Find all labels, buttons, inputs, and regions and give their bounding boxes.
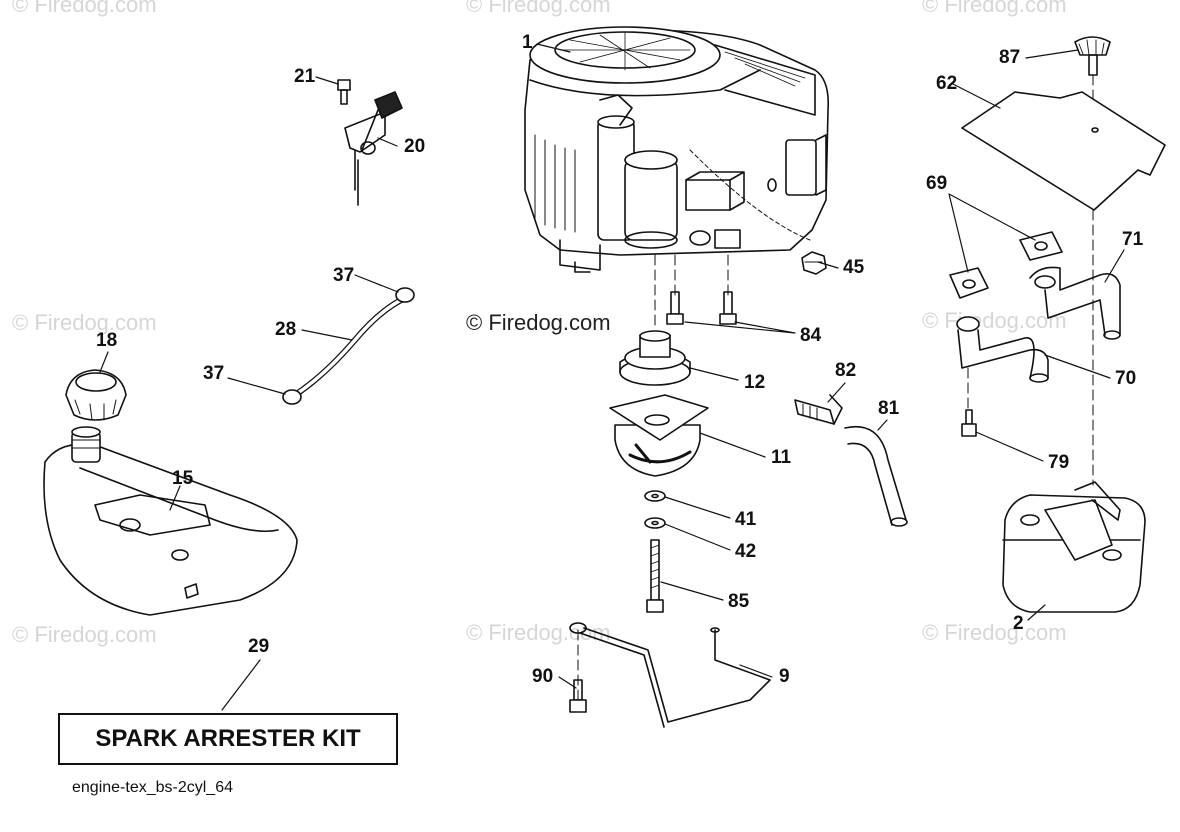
callout-15: 15 [172, 468, 194, 489]
pipe-part-71 [1029, 266, 1121, 340]
washer-part-42 [644, 517, 666, 529]
gasket-part-69 [949, 231, 1063, 299]
callout-2: 2 [1013, 613, 1024, 634]
bolt-part-21 [337, 79, 351, 105]
knob-part-87 [1074, 36, 1111, 76]
throttle-part-20 [344, 91, 403, 206]
spark-arrester-kit-box: SPARK ARRESTER KIT [58, 713, 398, 765]
callout-21: 21 [294, 66, 316, 87]
callout-18: 18 [96, 330, 118, 351]
bolt-part-79 [961, 409, 977, 437]
callout-70: 70 [1115, 368, 1137, 389]
bolt-part-90 [569, 679, 587, 713]
washer-part-41 [644, 490, 666, 502]
callout-45: 45 [843, 257, 865, 278]
callout-85: 85 [728, 591, 750, 612]
fuel-tank-part-15 [43, 426, 298, 616]
clamp-part-37 [395, 287, 415, 303]
hose-part-81 [844, 426, 907, 521]
engine-part-1 [524, 26, 830, 273]
callout-37: 37 [333, 265, 355, 286]
callout-79: 79 [1048, 452, 1070, 473]
callout-90: 90 [532, 666, 554, 687]
watermark: © Firedog.com [12, 310, 157, 335]
heat-shield-part-62 [961, 91, 1166, 211]
callout-62: 62 [936, 73, 958, 94]
callout-28: 28 [275, 319, 297, 340]
center-watermark: © Firedog.com [466, 310, 611, 335]
clutch-part-11 [609, 394, 709, 477]
callout-82: 82 [835, 360, 857, 381]
watermark: © Firedog.com [922, 0, 1067, 17]
callout-11: 11 [771, 447, 792, 468]
callout-9: 9 [779, 666, 790, 687]
watermark: © Firedog.com [12, 0, 157, 17]
callout-1: 1 [522, 32, 533, 53]
watermark: © Firedog.com [466, 0, 611, 17]
pipe-part-70 [956, 316, 1049, 383]
watermark: © Firedog.com [12, 622, 157, 647]
watermark: © Firedog.com [922, 620, 1067, 645]
callout-69: 69 [926, 173, 948, 194]
callout-12: 12 [744, 372, 766, 393]
callout-84: 84 [800, 325, 822, 346]
fitting-part-82 [794, 394, 843, 425]
callout-20: 20 [404, 136, 426, 157]
callout-37: 37 [203, 363, 225, 384]
leader-lines [99, 43, 1125, 711]
muffler-part-2 [1002, 481, 1146, 613]
callout-29: 29 [248, 636, 270, 657]
clamp-part-37 [282, 389, 302, 405]
pulley-part-12 [619, 330, 691, 386]
watermark: © Firedog.com [466, 620, 611, 645]
callout-42: 42 [735, 541, 757, 562]
bolts-part-84 [666, 291, 737, 325]
fuel-line-part-28 [292, 295, 408, 398]
bolt-part-85 [646, 539, 664, 613]
diagram-id-caption: engine-tex_bs-2cyl_64 [72, 779, 233, 796]
callout-87: 87 [999, 47, 1021, 68]
rod-part-9 [569, 622, 771, 728]
fuel-cap-part-18 [65, 369, 127, 421]
nut-part-45 [801, 251, 827, 275]
callout-81: 81 [878, 398, 900, 419]
callout-41: 41 [735, 509, 757, 530]
spark-arrester-kit-label: SPARK ARRESTER KIT [95, 725, 361, 752]
callout-71: 71 [1122, 229, 1144, 250]
